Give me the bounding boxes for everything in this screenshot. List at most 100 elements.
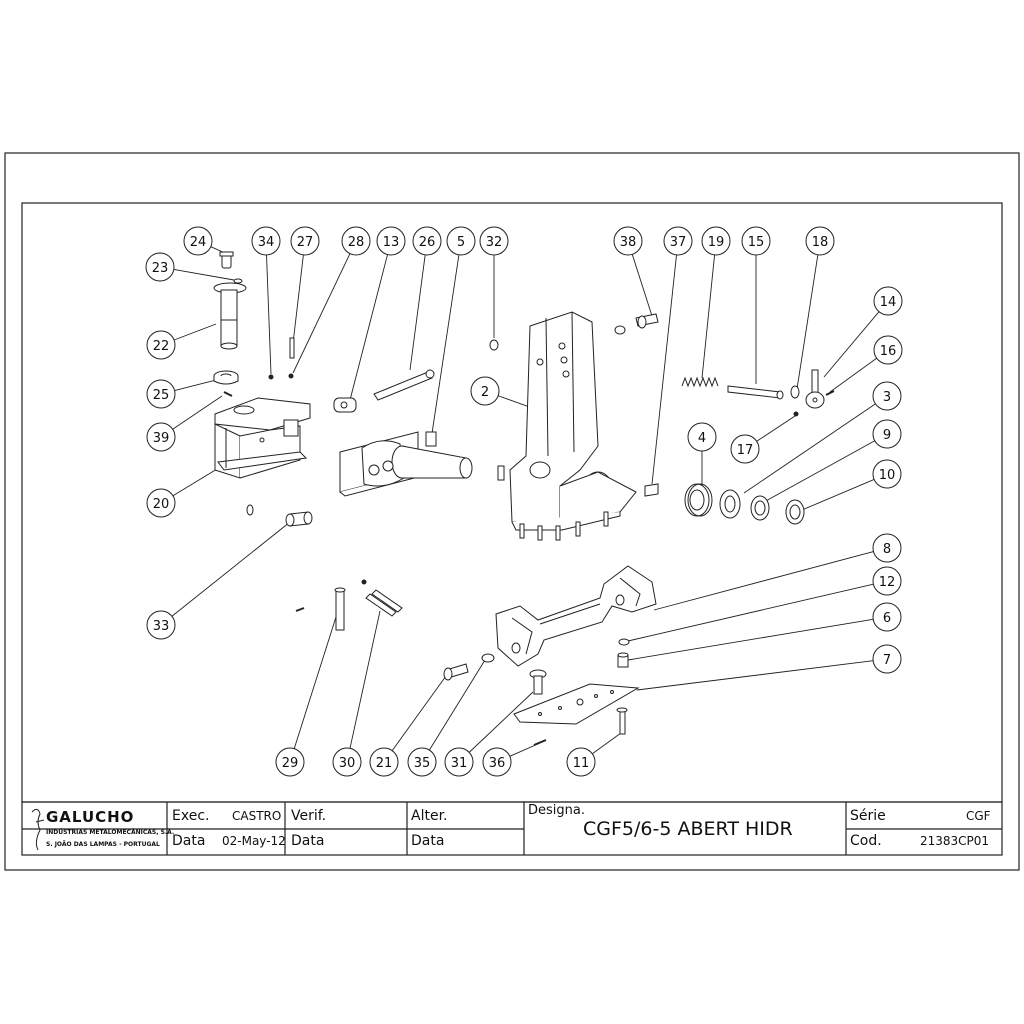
balloon-number: 26 <box>419 235 436 250</box>
leader-line-13 <box>349 254 388 401</box>
balloon-32: 32 <box>479 226 509 256</box>
leader-line-10 <box>801 479 875 511</box>
leader-line-26 <box>409 254 426 371</box>
part-ball <box>361 579 367 585</box>
part-27-pin <box>289 337 295 359</box>
alter-label: Alter. <box>411 808 448 824</box>
balloon-number: 9 <box>883 428 891 443</box>
balloon-circle <box>872 381 902 411</box>
part-38-pin <box>614 313 659 335</box>
balloon-number: 14 <box>880 295 897 310</box>
part-12-nut <box>618 638 630 646</box>
part-20-housing <box>214 397 311 479</box>
parts-illustration <box>213 251 835 746</box>
balloon-number: 36 <box>489 756 506 771</box>
part-22-pin <box>213 282 247 350</box>
leader-line-14 <box>823 311 880 378</box>
leader-line-21 <box>391 675 447 751</box>
balloon-31: 31 <box>444 747 474 777</box>
company-subtitle: INDÚSTRIAS METALOMECÂNICAS, S.A. <box>46 829 175 836</box>
balloon-4: 4 <box>687 422 717 452</box>
balloon-number: 39 <box>153 431 170 446</box>
designation-label: Designa. <box>528 803 585 818</box>
leader-line-6 <box>627 618 874 661</box>
exec-label: Exec. <box>172 808 210 824</box>
verif-label: Verif. <box>291 808 327 824</box>
balloon-circle <box>613 226 643 256</box>
balloon-number: 6 <box>883 611 891 626</box>
outer-frame <box>4 152 1020 871</box>
balloon-37: 37 <box>663 226 693 256</box>
part-25-nut <box>213 370 239 385</box>
balloon-number: 37 <box>670 235 687 250</box>
balloon-circle <box>146 422 176 452</box>
balloon-circle <box>872 602 902 632</box>
balloon-number: 33 <box>153 619 170 634</box>
balloon-7: 7 <box>872 644 902 674</box>
leader-line-5 <box>430 254 460 441</box>
balloon-number: 29 <box>282 756 299 771</box>
part-19-spring <box>681 376 719 388</box>
balloon-number: 27 <box>297 235 314 250</box>
balloon-30: 30 <box>332 747 362 777</box>
balloon-9: 9 <box>872 419 902 449</box>
balloon-10: 10 <box>872 459 902 489</box>
leader-line-17 <box>756 415 796 442</box>
balloon-number: 18 <box>812 235 829 250</box>
balloon-27: 27 <box>290 226 320 256</box>
cod-label: Cod. <box>850 833 882 849</box>
balloon-number: 5 <box>457 235 465 250</box>
part-33-bushing <box>285 511 313 527</box>
balloon-number: 30 <box>339 756 356 771</box>
leader-line-18 <box>796 254 819 390</box>
balloon-circle <box>479 226 509 256</box>
part-16-pin <box>825 390 835 396</box>
part-34-ball <box>268 374 274 380</box>
leader-line-25 <box>174 379 217 391</box>
balloon-number: 17 <box>737 443 754 458</box>
part-2-main-body <box>497 311 637 541</box>
balloon-28: 28 <box>341 226 371 256</box>
part-35-nut <box>481 653 495 663</box>
balloon-2: 2 <box>470 376 500 406</box>
balloon-17: 17 <box>730 434 760 464</box>
balloon-5: 5 <box>446 226 476 256</box>
balloon-number: 11 <box>573 756 590 771</box>
balloon-33: 33 <box>146 610 176 640</box>
leader-line-11 <box>592 732 622 755</box>
balloon-circle <box>873 286 903 316</box>
leader-line-23 <box>173 268 235 281</box>
balloon-circle <box>470 376 500 406</box>
balloon-number: 22 <box>153 339 170 354</box>
part-7-plate <box>513 683 640 725</box>
part-9-washer <box>750 495 770 521</box>
title-block-grid <box>21 801 1003 856</box>
part-15-rod <box>727 385 784 400</box>
leader-line-39 <box>172 395 223 430</box>
part-ring <box>246 504 254 516</box>
balloon-circle <box>701 226 731 256</box>
balloon-36: 36 <box>482 747 512 777</box>
balloon-35: 35 <box>407 747 437 777</box>
leader-line-19 <box>701 254 716 379</box>
balloon-number: 32 <box>486 235 503 250</box>
balloon-20: 20 <box>146 488 176 518</box>
balloon-number: 3 <box>883 390 891 405</box>
balloon-circle <box>872 566 902 596</box>
leader-line-22 <box>173 323 217 341</box>
leader-line-8 <box>653 551 874 611</box>
balloon-number: 31 <box>451 756 468 771</box>
balloon-circle <box>251 226 281 256</box>
part-21-pin <box>443 663 469 681</box>
part-29-pin <box>334 587 346 631</box>
balloon-circle <box>482 747 512 777</box>
leader-line-33 <box>171 521 291 617</box>
part-18-washer <box>790 385 800 399</box>
leader-line-34 <box>266 254 272 375</box>
balloon-16: 16 <box>873 335 903 365</box>
company-location: S. JOÃO DAS LAMPAS - PORTUGAL <box>46 841 160 848</box>
leader-line-35 <box>428 659 486 751</box>
balloon-number: 35 <box>414 756 431 771</box>
